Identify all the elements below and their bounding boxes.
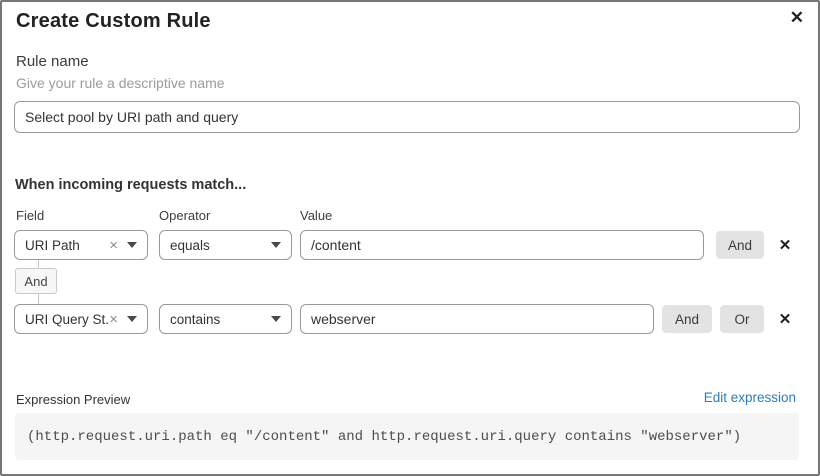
- field-select-row1-value: URI Path: [25, 237, 80, 253]
- and-button-row2[interactable]: And: [662, 305, 712, 333]
- rule-name-label: Rule name: [16, 53, 89, 70]
- connector-line-bottom: [38, 294, 39, 304]
- expression-preview-label: Expression Preview: [16, 392, 131, 407]
- remove-row2-icon[interactable]: ✕: [778, 311, 792, 328]
- column-header-operator: Operator: [159, 208, 211, 223]
- connector-and-badge: And: [15, 268, 57, 294]
- chevron-down-icon: [271, 242, 281, 248]
- clear-selection-icon[interactable]: ×: [109, 310, 118, 328]
- value-input-row1[interactable]: [300, 230, 704, 260]
- chevron-down-icon: [271, 316, 281, 322]
- or-button-row2[interactable]: Or: [720, 305, 764, 333]
- clear-selection-icon[interactable]: ×: [109, 236, 118, 254]
- expression-code-block: (http.request.uri.path eq "/content" and…: [15, 413, 799, 460]
- value-input-row2[interactable]: [300, 304, 654, 334]
- edit-expression-link[interactable]: Edit expression: [703, 390, 796, 405]
- and-button-row1[interactable]: And: [716, 231, 764, 259]
- operator-select-row1[interactable]: equals: [159, 230, 292, 260]
- operator-select-row2[interactable]: contains: [159, 304, 292, 334]
- operator-select-row1-value: equals: [170, 237, 210, 253]
- connector-line-top: [38, 260, 39, 268]
- field-select-row2-value: URI Query St...: [25, 311, 110, 327]
- chevron-down-icon: [127, 316, 137, 322]
- operator-select-row2-value: contains: [170, 311, 221, 327]
- rule-name-hint: Give your rule a descriptive name: [16, 75, 225, 91]
- field-select-row1[interactable]: URI Path ×: [14, 230, 148, 260]
- rule-name-input[interactable]: [14, 101, 800, 133]
- close-icon[interactable]: ✕: [789, 8, 804, 27]
- column-header-value: Value: [300, 208, 333, 223]
- field-select-row2[interactable]: URI Query St... ×: [14, 304, 148, 334]
- page-title: Create Custom Rule: [16, 10, 211, 32]
- expression-code: (http.request.uri.path eq "/content" and…: [27, 428, 742, 445]
- match-section-heading: When incoming requests match...: [15, 177, 247, 193]
- column-header-field: Field: [16, 208, 45, 223]
- chevron-down-icon: [127, 242, 137, 248]
- remove-row1-icon[interactable]: ✕: [778, 237, 792, 254]
